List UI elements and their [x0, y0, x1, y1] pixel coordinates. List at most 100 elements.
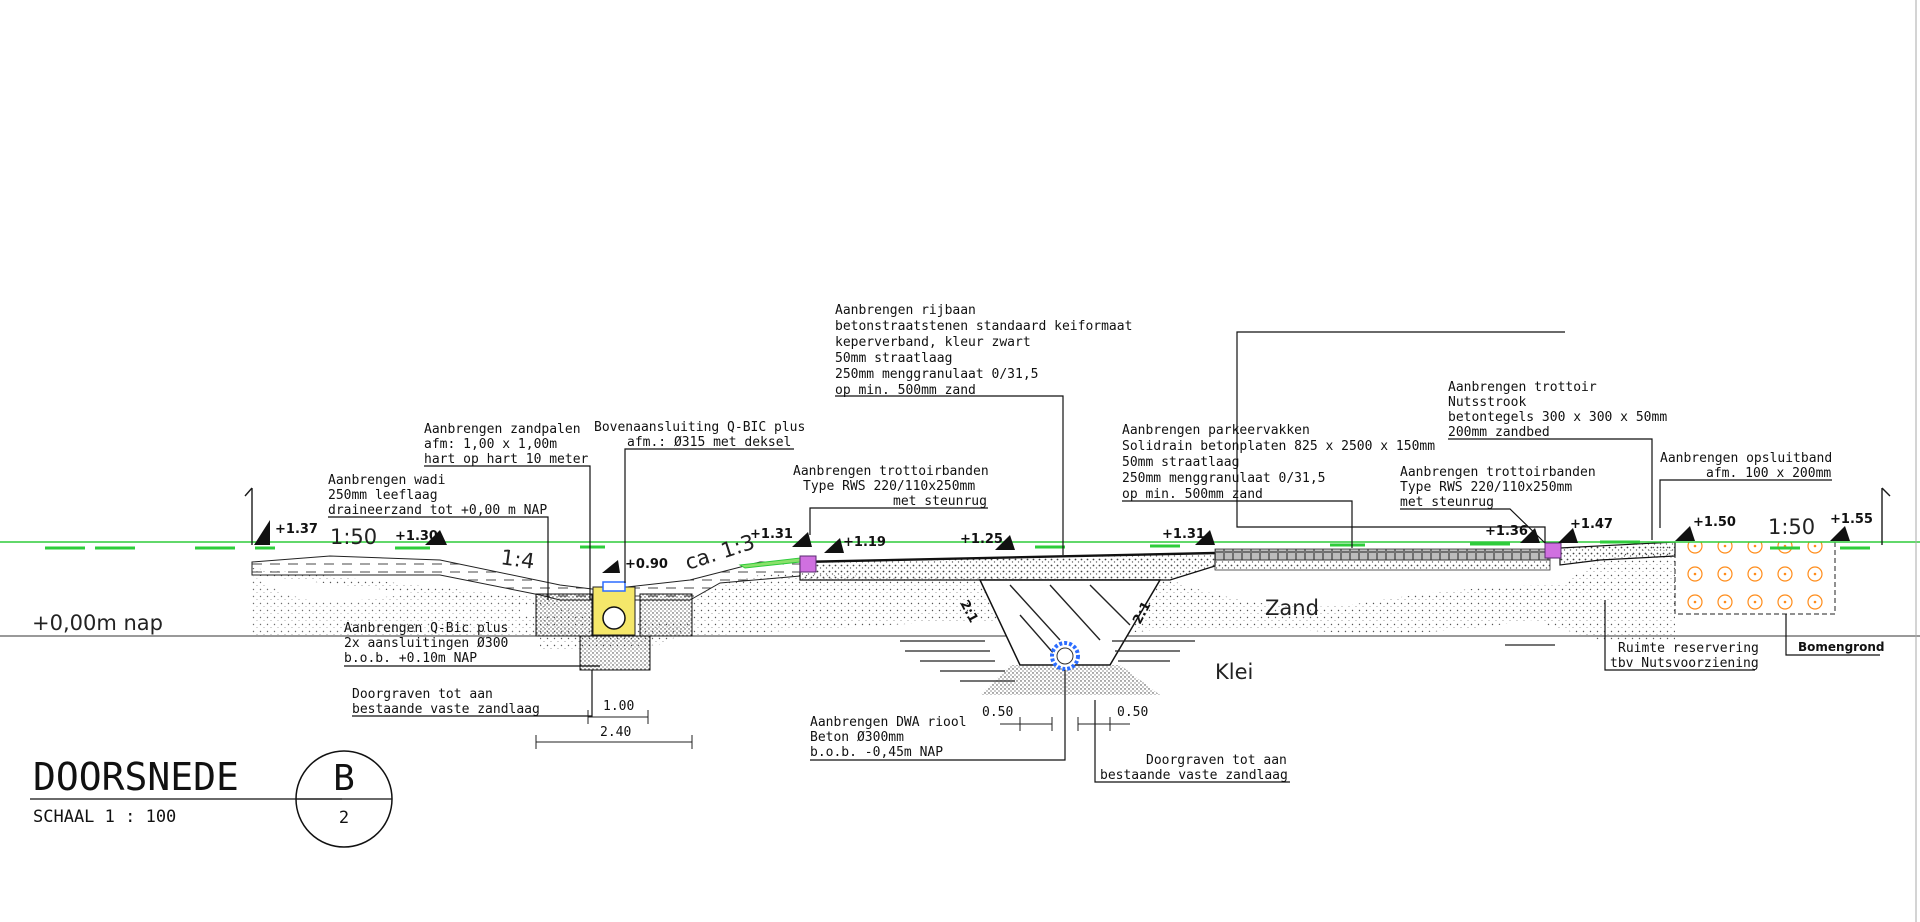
dwa-pipe-inner — [1056, 647, 1074, 665]
section-letter: B — [333, 758, 355, 799]
dwa-line-2: Beton Ø300mm — [810, 730, 904, 745]
dimension-0-50-right: 0.50 — [1077, 705, 1148, 731]
annotation-opsluitband: Aanbrengen opsluitband afm. 100 x 200mm — [1659, 451, 1832, 528]
level-1-19: +1.19 — [843, 535, 886, 550]
nap-label: +0,00m nap — [32, 611, 163, 635]
curb-left — [799, 555, 817, 573]
qbic-line-1: Bovenaansluiting Q-BIC plus — [594, 420, 805, 435]
qbic-line-2: afm.: Ø315 met deksel — [627, 435, 791, 450]
rijbaan-line-2: betonstraatstenen standaard keiformaat — [835, 319, 1132, 334]
doorgraven-mid-line-1: Doorgraven tot aan — [1146, 753, 1287, 768]
annotation-wadi: Aanbrengen wadi 250mm leeflaag draineerz… — [328, 473, 549, 600]
title-scale: SCHAAL 1 : 100 — [33, 807, 176, 827]
tree-soil-zone — [1674, 541, 1836, 615]
parking-base — [1214, 559, 1551, 571]
trottoirbanden-right-line-1: Aanbrengen trottoirbanden — [1400, 465, 1596, 480]
annotation-nuts: Ruimte reservering tbv Nutsvoorziening — [1604, 600, 1759, 671]
leader-top — [1236, 331, 1565, 543]
qbic-pipe — [602, 606, 626, 630]
parkeervakken-line-5: op min. 500mm zand — [1122, 487, 1263, 502]
parkeervakken-line-2: Solidrain betonplaten 825 x 2500 x 150mm — [1122, 439, 1435, 454]
dimension-0-50-left-label: 0.50 — [982, 705, 1013, 720]
opsluitband-line-1: Aanbrengen opsluitband — [1660, 451, 1832, 466]
dwa-line-3: b.o.b. -0,45m NAP — [810, 745, 943, 760]
scale-left: 1:50 — [330, 525, 377, 549]
sand-pile-left — [535, 593, 593, 637]
level-1-31-mid: +1.31 — [1162, 527, 1205, 542]
level-1-47: +1.47 — [1570, 517, 1613, 532]
parkeervakken-line-1: Aanbrengen parkeervakken — [1122, 423, 1310, 438]
annotation-trottoir: Aanbrengen trottoir Nutsstrook betontege… — [1448, 380, 1667, 540]
trottoir-line-3: betontegels 300 x 300 x 50mm — [1448, 410, 1667, 425]
dimension-1-00: 1.00 — [587, 699, 649, 724]
trottoirbanden-left-line-3: met steunrug — [893, 494, 987, 509]
annotation-doorgraven-mid: Doorgraven tot aan bestaande vaste zandl… — [1094, 700, 1290, 783]
level-1-30: +1.30 — [395, 529, 438, 544]
dimension-0-50-left: 0.50 — [982, 705, 1053, 731]
curb-right — [1544, 542, 1562, 559]
qbic-plus-line-2: 2x aansluitingen Ø300 — [344, 636, 508, 651]
wadi-line-3: draineerzand tot +0,00 m NAP — [328, 503, 547, 518]
section-flag-right — [1881, 487, 1891, 545]
wadi-line-2: 250mm leeflaag — [328, 488, 438, 503]
nuts-line-1: Ruimte reservering — [1618, 641, 1759, 656]
clay-lines — [900, 640, 1555, 682]
annotation-doorgraven-left: Doorgraven tot aan bestaande vaste zandl… — [352, 670, 593, 717]
annotation-zandpalen: Aanbrengen zandpalen afm: 1,00 x 1,00m h… — [424, 422, 591, 600]
dimension-0-50-right-label: 0.50 — [1117, 705, 1148, 720]
level-1-36: +1.36 — [1485, 524, 1528, 539]
annotation-dwa: Aanbrengen DWA riool Beton Ø300mm b.o.b.… — [810, 670, 1066, 761]
rijbaan-line-1: Aanbrengen rijbaan — [835, 303, 976, 318]
dimension-2-40: 2.40 — [535, 725, 693, 749]
nuts-line-2: tbv Nutsvoorziening — [1610, 656, 1759, 671]
zandpalen-line-1: Aanbrengen zandpalen — [424, 422, 581, 437]
parking-tiles — [1214, 548, 1551, 561]
annotation-rijbaan: Aanbrengen rijbaan betonstraatstenen sta… — [835, 303, 1132, 555]
section-flag-left — [244, 487, 253, 545]
zandpalen-line-2: afm: 1,00 x 1,00m — [424, 437, 557, 452]
zandpalen-line-3: hart op hart 10 meter — [424, 452, 589, 467]
dwa-line-1: Aanbrengen DWA riool — [810, 715, 967, 730]
level-1-25: +1.25 — [960, 532, 1003, 547]
annotation-trottoirbanden-left: Aanbrengen trottoirbanden Type RWS 220/1… — [793, 464, 989, 535]
wadi-line-1: Aanbrengen wadi — [328, 473, 445, 488]
opsluitband-line-2: afm. 100 x 200mm — [1706, 466, 1831, 481]
level-1-50: +1.50 — [1693, 515, 1736, 530]
material-sand: Zand — [1265, 596, 1319, 620]
level-1-31-left: +1.31 — [750, 527, 793, 542]
level-1-37: +1.37 — [275, 522, 318, 537]
bomengrond-label: Bomengrond — [1798, 640, 1884, 654]
trench-hatch — [1009, 584, 1131, 656]
scale-right: 1:50 — [1768, 515, 1815, 539]
trottoirbanden-left-line-2: Type RWS 220/110x250mm — [803, 479, 975, 494]
trottoir-line-4: 200mm zandbed — [1448, 425, 1550, 440]
material-clay: Klei — [1215, 660, 1253, 684]
level-1-55: +1.55 — [1830, 512, 1873, 527]
trottoirbanden-left-line-1: Aanbrengen trottoirbanden — [793, 464, 989, 479]
parkeervakken-line-4: 250mm menggranulaat 0/31,5 — [1122, 471, 1326, 486]
sheet-number: 2 — [339, 808, 349, 828]
title-main: DOORSNEDE — [33, 755, 239, 799]
sand-body-lower — [252, 575, 520, 636]
doorgraven-left-line-1: Doorgraven tot aan — [352, 687, 493, 702]
annotation-parkeervakken: Aanbrengen parkeervakken Solidrain beton… — [1122, 423, 1435, 548]
annotation-bomengrond: Bomengrond — [1785, 614, 1884, 656]
annotation-qbic: Bovenaansluiting Q-BIC plus afm.: Ø315 m… — [594, 420, 805, 583]
grass-tufts — [45, 540, 1870, 550]
rijbaan-line-3: keperverband, kleur zwart — [835, 335, 1031, 350]
rijbaan-line-5: 250mm menggranulaat 0/31,5 — [835, 367, 1039, 382]
parkeervakken-line-3: 50mm straatlaag — [1122, 455, 1239, 470]
doorgraven-mid-line-2: bestaande vaste zandlaag — [1100, 768, 1288, 783]
level-0-90: +0.90 — [625, 557, 668, 572]
rijbaan-line-4: 50mm straatlaag — [835, 351, 952, 366]
sidewalk — [1559, 541, 1676, 566]
slope-1-4: 1:4 — [499, 545, 536, 573]
annotation-qbic-plus: Aanbrengen Q-Bic plus 2x aansluitingen Ø… — [344, 621, 600, 667]
sand-pile-base — [579, 635, 651, 671]
trottoirbanden-right-line-2: Type RWS 220/110x250mm — [1400, 480, 1572, 495]
qbic-plus-line-1: Aanbrengen Q-Bic plus — [344, 621, 508, 636]
doorgraven-left-line-2: bestaande vaste zandlaag — [352, 702, 540, 717]
qbic-plus-line-3: b.o.b. +0.10m NAP — [344, 651, 477, 666]
dimension-1-00-label: 1.00 — [603, 699, 634, 714]
